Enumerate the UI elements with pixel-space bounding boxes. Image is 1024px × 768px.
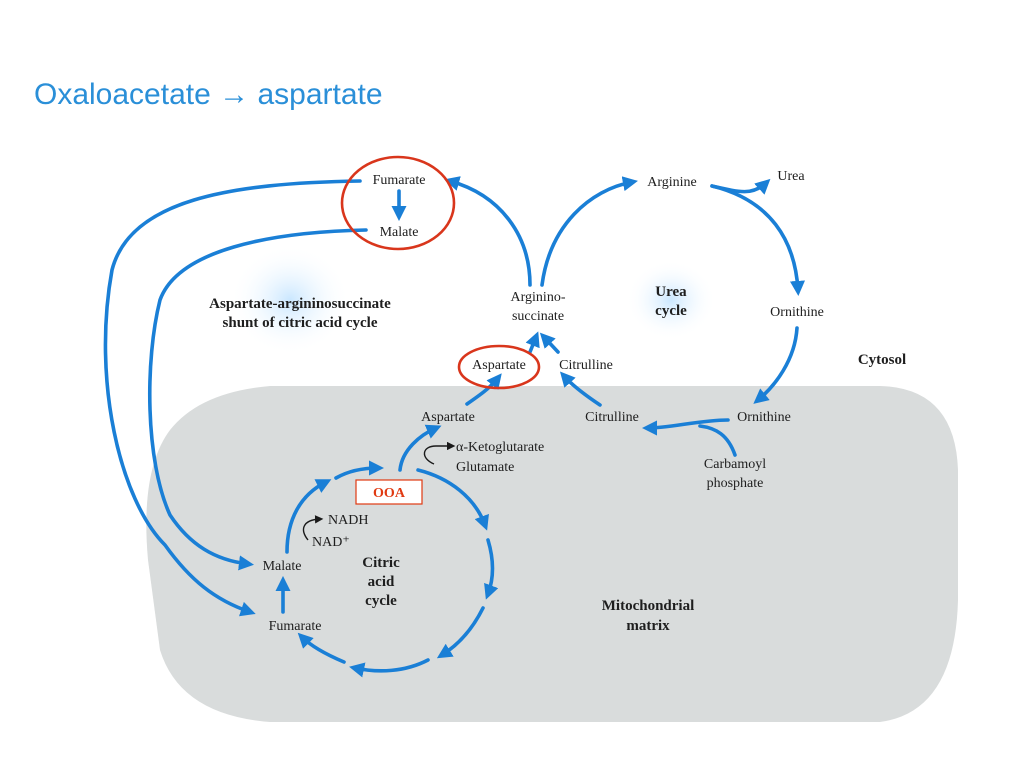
arrow-malate-to-malate-mito xyxy=(148,228,368,571)
label-glutamate: Glutamate xyxy=(456,460,514,475)
label-matrix-1: Mitochondrial xyxy=(602,598,695,614)
cycle-arc-malate-to-ooa xyxy=(285,479,332,554)
label-matrix-2: matrix xyxy=(626,618,670,634)
label-shunt-1: Aspartate-argininosuccinate xyxy=(209,296,391,312)
glow-urea xyxy=(626,260,716,340)
label-urea: Urea xyxy=(777,169,805,184)
arrow-citrulline-to-argsucc xyxy=(539,332,560,354)
slide-title: Oxaloacetate → aspartate xyxy=(34,78,383,111)
arrow-aspartate-to-argsucc xyxy=(525,331,540,354)
ooa-box xyxy=(355,479,423,505)
label-arginine: Arginine xyxy=(647,175,697,190)
label-citric-2: acid xyxy=(368,574,395,590)
cycle-arc-lower-left xyxy=(297,632,346,664)
cycle-arc-lower-right xyxy=(436,606,485,659)
label-fumarate-top: Fumarate xyxy=(373,173,426,188)
label-urea-cycle-2: cycle xyxy=(655,303,687,319)
label-citrulline-mito: Citrulline xyxy=(585,410,639,425)
arrow-fumarate-to-fumarate-mito xyxy=(103,179,362,617)
cycle-arc-right xyxy=(484,538,499,600)
label-ornithine-cyto: Ornithine xyxy=(770,305,824,320)
label-ketoglutarate: α-Ketoglutarate xyxy=(456,440,544,455)
cycle-arc-bottom xyxy=(349,658,430,678)
label-carbamoyl-2: phosphate xyxy=(707,476,764,491)
arrow-argsucc-to-arginine xyxy=(540,176,638,287)
arrow-ornithine-to-ornithine-mito xyxy=(753,326,799,404)
label-nad-plus: NAD⁺ xyxy=(312,535,350,550)
arrow-citrulline-transport xyxy=(559,371,602,407)
highlight-aspartate xyxy=(457,344,541,390)
label-ornithine-mito: Ornithine xyxy=(737,410,791,425)
label-argininosuccinate-2: succinate xyxy=(512,309,564,324)
label-malate-top: Malate xyxy=(380,225,419,240)
arrow-ketoglutarate-glutamate xyxy=(423,441,456,465)
label-cytosol: Cytosol xyxy=(858,352,906,368)
cycle-arc-ooa-right xyxy=(416,468,489,531)
ooa-label: OOA xyxy=(373,486,406,501)
label-citric-3: cycle xyxy=(365,593,397,609)
arrow-aspartate-transport xyxy=(465,373,502,406)
label-carbamoyl-1: Carbamoyl xyxy=(704,457,766,472)
arrow-argsucc-to-fumarate xyxy=(444,176,532,287)
label-aspartate-cyto: Aspartate xyxy=(472,358,526,373)
mitochondrion xyxy=(146,386,958,722)
label-argininosuccinate-1: Arginino- xyxy=(511,290,566,305)
label-malate-mito: Malate xyxy=(263,559,302,574)
label-urea-cycle-1: Urea xyxy=(655,284,687,300)
arrow-carbamoyl-join xyxy=(698,424,737,457)
arrow-nadh xyxy=(302,515,324,541)
glow-left xyxy=(230,245,350,355)
cycle-arc-top-left xyxy=(334,460,385,480)
arrow-arginine-to-ornithine xyxy=(710,184,805,297)
label-fumarate-mito: Fumarate xyxy=(269,619,322,634)
arrow-ooa-to-aspartate xyxy=(398,424,442,472)
highlight-fumarate-malate xyxy=(340,155,456,251)
label-citrulline-cyto: Citrulline xyxy=(559,358,613,373)
label-nadh: NADH xyxy=(328,513,368,528)
label-citric-1: Citric xyxy=(362,555,400,571)
label-shunt-2: shunt of citric acid cycle xyxy=(223,315,378,331)
arrow-ornithine-to-citrulline xyxy=(641,418,730,436)
label-aspartate-mito: Aspartate xyxy=(421,410,475,425)
